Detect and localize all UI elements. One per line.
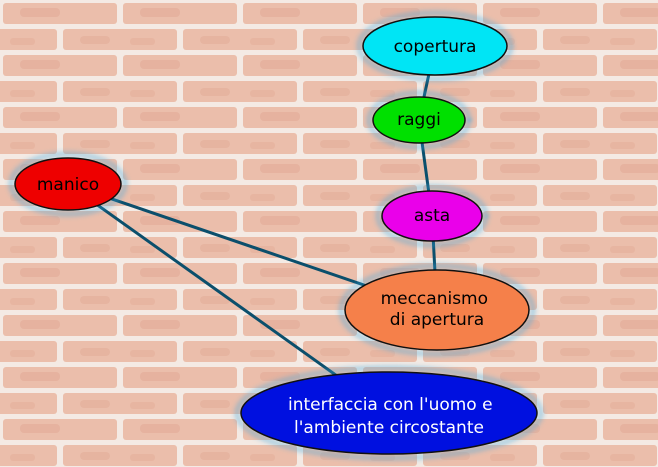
node-label: manico bbox=[37, 175, 99, 195]
node-glow bbox=[366, 90, 472, 150]
node-label: interfaccia con l'uomo e l'ambiente circ… bbox=[288, 395, 498, 438]
node-interfaccia[interactable]: interfaccia con l'uomo e l'ambiente circ… bbox=[234, 365, 544, 461]
node-shape bbox=[372, 96, 466, 144]
node-label: meccanismo di apertura bbox=[381, 289, 494, 330]
node-glow bbox=[338, 263, 536, 357]
node-shape bbox=[14, 157, 122, 211]
node-meccanismo[interactable]: meccanismo di apertura bbox=[338, 263, 536, 357]
node-shape bbox=[240, 371, 538, 455]
node-label: asta bbox=[414, 206, 450, 226]
node-manico[interactable]: manico bbox=[8, 151, 128, 217]
node-shape bbox=[362, 16, 508, 76]
node-label: copertura bbox=[394, 37, 477, 57]
node-glow bbox=[375, 184, 489, 248]
node-shape bbox=[381, 190, 483, 242]
node-raggi[interactable]: raggi bbox=[366, 90, 472, 150]
node-shape bbox=[344, 269, 530, 351]
node-glow bbox=[356, 10, 514, 82]
node-glow bbox=[234, 365, 544, 461]
node-asta[interactable]: asta bbox=[375, 184, 489, 248]
node-label: raggi bbox=[397, 110, 441, 130]
node-glow bbox=[8, 151, 128, 217]
node-copertura[interactable]: copertura bbox=[356, 10, 514, 82]
